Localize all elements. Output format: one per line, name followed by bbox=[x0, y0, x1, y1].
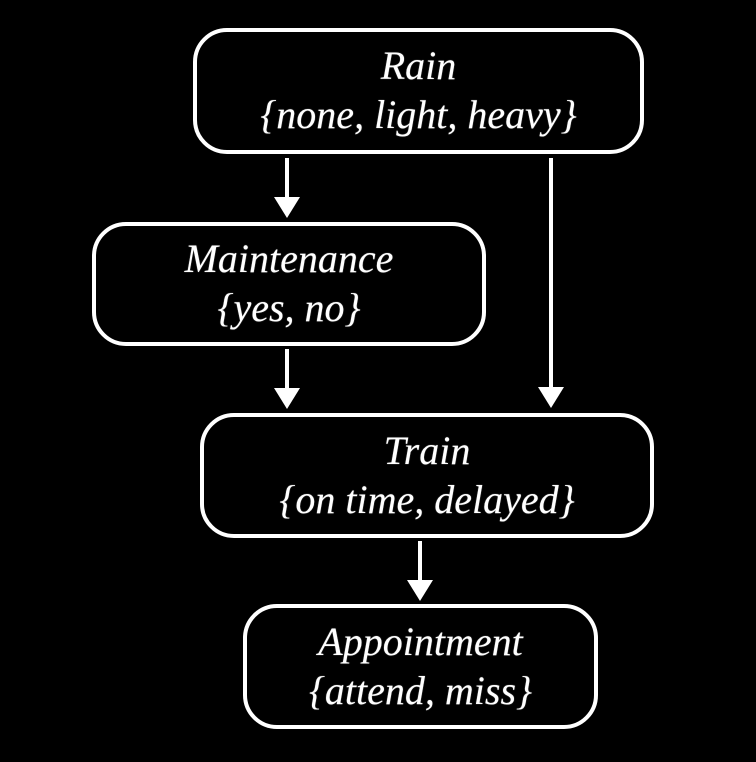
edge-rain-to-train-shaft bbox=[549, 158, 553, 387]
arrowhead-down-icon bbox=[274, 388, 300, 409]
node-maintenance-domain: {yes, no} bbox=[217, 285, 361, 330]
edge-maintenance-to-train-shaft bbox=[285, 349, 289, 388]
node-appointment-label: Appointment bbox=[318, 618, 523, 664]
edge-maintenance-to-train bbox=[274, 349, 300, 409]
node-rain: Rain {none, light, heavy} bbox=[193, 28, 644, 154]
edge-train-to-appointment-shaft bbox=[418, 541, 422, 580]
node-train: Train {on time, delayed} bbox=[200, 413, 654, 538]
node-maintenance-label: Maintenance bbox=[184, 236, 394, 282]
node-rain-label: Rain bbox=[380, 43, 457, 89]
edge-rain-to-maintenance bbox=[274, 158, 300, 218]
node-maintenance: Maintenance {yes, no} bbox=[92, 222, 486, 346]
node-rain-domain: {none, light, heavy} bbox=[260, 92, 577, 137]
edge-rain-to-train bbox=[538, 158, 564, 408]
edge-rain-to-maintenance-shaft bbox=[285, 158, 289, 197]
node-appointment: Appointment {attend, miss} bbox=[243, 604, 598, 729]
node-train-label: Train bbox=[383, 427, 471, 473]
arrowhead-down-icon bbox=[407, 580, 433, 601]
arrowhead-down-icon bbox=[538, 387, 564, 408]
node-train-domain: {on time, delayed} bbox=[279, 476, 575, 522]
node-appointment-domain: {attend, miss} bbox=[308, 667, 533, 713]
arrowhead-down-icon bbox=[274, 197, 300, 218]
edge-train-to-appointment bbox=[407, 541, 433, 601]
